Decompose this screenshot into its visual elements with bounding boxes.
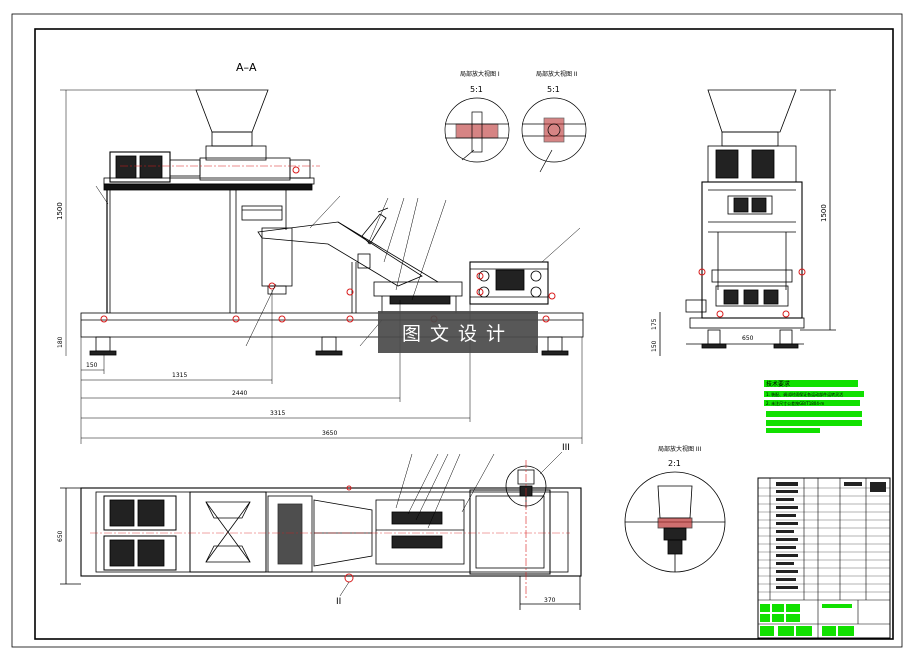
side-view-markers	[698, 268, 806, 318]
dim-base-right-a: 150	[651, 340, 658, 352]
parts-list-fill	[776, 482, 886, 589]
leader-lines	[95, 185, 581, 347]
tech-note-title: 技术要求	[766, 380, 790, 388]
detail-two-scale: 5:1	[547, 85, 560, 94]
dim-3650: 3650	[322, 430, 337, 437]
tech-requirements	[764, 380, 864, 433]
dim-2440: 2440	[232, 390, 247, 397]
tech-note-line2: 2. 未注尺寸公差按GB/T1804-m	[766, 400, 824, 406]
dim-height-right: 1500	[820, 204, 828, 222]
dim-base-left: 180	[57, 336, 64, 348]
dim-plan-width: 650	[57, 530, 64, 542]
detail-one-title: 局部放大视图 I	[460, 70, 500, 78]
dim-height-left: 1500	[56, 202, 64, 220]
watermark-box: 图文设计	[378, 311, 538, 353]
dimension-lines	[60, 89, 583, 444]
detail-three-scale: 2:1	[668, 459, 681, 468]
side-view	[659, 89, 836, 356]
outer-frame	[11, 13, 903, 648]
front-section-view	[80, 89, 584, 356]
title-block-green	[760, 604, 854, 636]
roman-two-label: II	[336, 597, 341, 607]
plan-leaders	[339, 451, 563, 597]
section-label: A–A	[236, 61, 257, 74]
dim-plan-right: 370	[544, 597, 556, 604]
detail-one-scale: 5:1	[470, 85, 483, 94]
tech-note-line1: 1. 装配、调试时须保证各运动部件运转灵活	[766, 391, 843, 397]
roman-three-label: III	[562, 443, 570, 453]
watermark-text: 图文设计	[401, 322, 514, 345]
plan-marker	[344, 573, 354, 583]
leveling-feet	[89, 336, 569, 356]
dim-3315: 3315	[270, 410, 285, 417]
dim-1315: 1315	[172, 372, 187, 379]
dim-side-width: 650	[742, 335, 754, 342]
detail-view-one	[444, 97, 510, 163]
parts-list-rows	[758, 487, 890, 593]
plan-view	[60, 465, 582, 610]
dim-base-right-b: 175	[651, 318, 658, 330]
parts-list-table	[757, 477, 891, 639]
dim-offset-left: 150	[86, 362, 98, 369]
plan-marker-top	[346, 485, 352, 491]
detail-view-two	[521, 97, 587, 173]
detail-two-title: 局部放大视图 II	[536, 70, 578, 78]
drawing-border	[34, 28, 894, 640]
detail-three-title: 局部放大视图 III	[658, 445, 701, 453]
detail-view-three	[624, 471, 726, 573]
